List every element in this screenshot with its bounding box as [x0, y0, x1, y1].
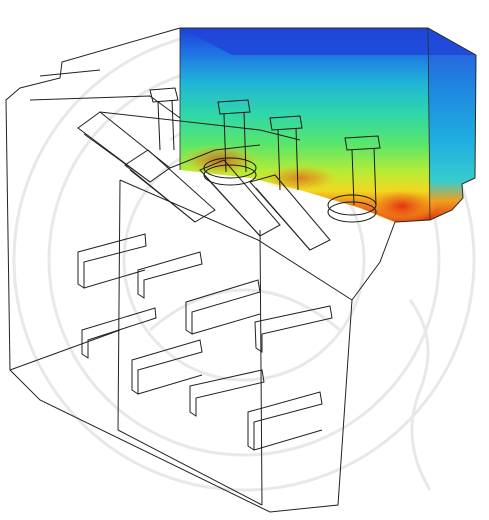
housing-wireframe	[5, 27, 396, 513]
lower-fins	[77, 233, 333, 451]
temperature-contour-block	[179, 27, 477, 224]
vertical-ducts	[149, 87, 381, 206]
outlet-discs	[203, 157, 377, 223]
